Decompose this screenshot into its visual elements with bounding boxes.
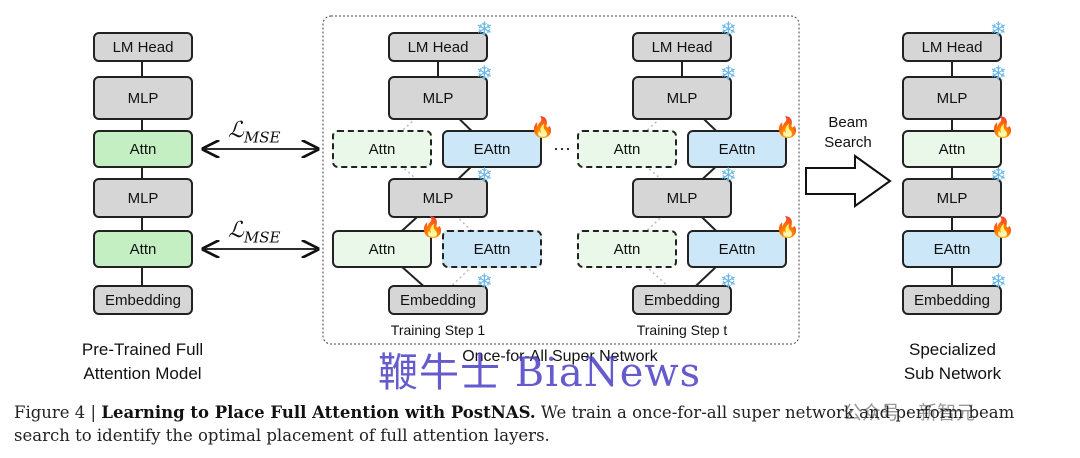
step1-attn-block-active: Attn <box>332 230 432 268</box>
specialized-lm-head-block: LM Head <box>902 32 1002 62</box>
beam-search-line2: Search <box>824 134 872 151</box>
specialized-title-line2: Sub Network <box>903 364 1002 383</box>
loss-subscript: MSE <box>243 128 281 147</box>
snowflake-icon: ❄ <box>990 165 1007 187</box>
wechat-watermark: 公众号 · 新智元 <box>843 402 976 424</box>
stept-embedding-block: Embedding <box>632 285 732 315</box>
pretrained-title: Pre-Trained Full Attention Model <box>40 338 245 386</box>
loss-symbol: ℒ <box>228 118 244 143</box>
snowflake-icon: ❄ <box>476 63 493 85</box>
pretrained-mlp-block-bottom: MLP <box>93 178 193 218</box>
pretrained-title-line1: Pre-Trained Full <box>81 340 204 359</box>
stept-eattn-block-active: EAttn <box>687 130 787 168</box>
snowflake-icon: ❄ <box>990 63 1007 85</box>
snowflake-icon: ❄ <box>720 271 737 293</box>
fire-icon: 🔥 <box>775 217 800 239</box>
pretrained-attn-block-top: Attn <box>93 130 193 168</box>
pretrained-attn-block-bottom: Attn <box>93 230 193 268</box>
specialized-title-line1: Specialized <box>909 340 996 359</box>
specialized-attn-block: Attn <box>902 130 1002 168</box>
loss-subscript: MSE <box>243 228 281 247</box>
step1-embedding-block: Embedding <box>388 285 488 315</box>
specialized-embedding-block: Embedding <box>902 285 1002 315</box>
pretrained-title-line2: Attention Model <box>83 364 202 383</box>
super-network-title: Once-for-All Super Network <box>462 348 658 365</box>
caption-body: We train a once-for-all super network an… <box>14 403 1015 445</box>
pretrained-embedding-block: Embedding <box>93 285 193 315</box>
specialized-eattn-block: EAttn <box>902 230 1002 268</box>
step1-label: Training Step 1 <box>390 322 486 338</box>
stept-mlp-block-mid: MLP <box>632 178 732 218</box>
snowflake-icon: ❄ <box>720 19 737 41</box>
snowflake-icon: ❄ <box>720 63 737 85</box>
figure-caption: Figure 4 | Learning to Place Full Attent… <box>14 401 1074 447</box>
snowflake-icon: ❄ <box>990 19 1007 41</box>
fire-icon: 🔥 <box>990 217 1015 239</box>
beam-search-arrow <box>805 154 892 208</box>
snowflake-icon: ❄ <box>476 19 493 41</box>
stept-lm-head-block: LM Head <box>632 32 732 62</box>
caption-prefix: Figure 4 | <box>14 403 102 422</box>
fire-icon: 🔥 <box>530 117 555 139</box>
fire-icon: 🔥 <box>990 117 1015 139</box>
pretrained-lm-head-block: LM Head <box>93 32 193 62</box>
beam-search-line1: Beam <box>828 114 868 131</box>
step1-lm-head-block: LM Head <box>388 32 488 62</box>
snowflake-icon: ❄ <box>990 271 1007 293</box>
stept-label: Training Step t <box>636 322 728 338</box>
step1-eattn-block-active: EAttn <box>442 130 542 168</box>
specialized-title: Specialized Sub Network <box>860 338 1045 386</box>
beam-search-label: Beam Search <box>808 113 888 153</box>
step1-eattn-block-inactive: EAttn <box>442 230 542 268</box>
step1-mlp-block-mid: MLP <box>388 178 488 218</box>
step1-attn-block-inactive: Attn <box>332 130 432 168</box>
stept-mlp-block-top: MLP <box>632 76 732 120</box>
caption-bold-title: Learning to Place Full Attention with Po… <box>101 403 536 422</box>
watermark-text: 鞭牛士 BiaNews <box>378 350 702 396</box>
mse-loss-label-top: ℒMSE <box>228 118 280 146</box>
super-network-frame <box>322 15 800 345</box>
mse-loss-label-bottom: ℒMSE <box>228 218 280 246</box>
stept-attn-block-inactive: Attn <box>577 130 677 168</box>
pretrained-mlp-block-top: MLP <box>93 76 193 120</box>
specialized-mlp-block-bottom: MLP <box>902 178 1002 218</box>
step1-mlp-block-top: MLP <box>388 76 488 120</box>
steps-ellipsis: ··· <box>553 138 571 158</box>
snowflake-icon: ❄ <box>720 165 737 187</box>
loss-symbol: ℒ <box>228 218 244 243</box>
fire-icon: 🔥 <box>775 117 800 139</box>
fire-icon: 🔥 <box>420 217 445 239</box>
snowflake-icon: ❄ <box>476 271 493 293</box>
snowflake-icon: ❄ <box>476 165 493 187</box>
stept-eattn-block-active-bottom: EAttn <box>687 230 787 268</box>
specialized-mlp-block-top: MLP <box>902 76 1002 120</box>
stept-attn-block-inactive-bottom: Attn <box>577 230 677 268</box>
